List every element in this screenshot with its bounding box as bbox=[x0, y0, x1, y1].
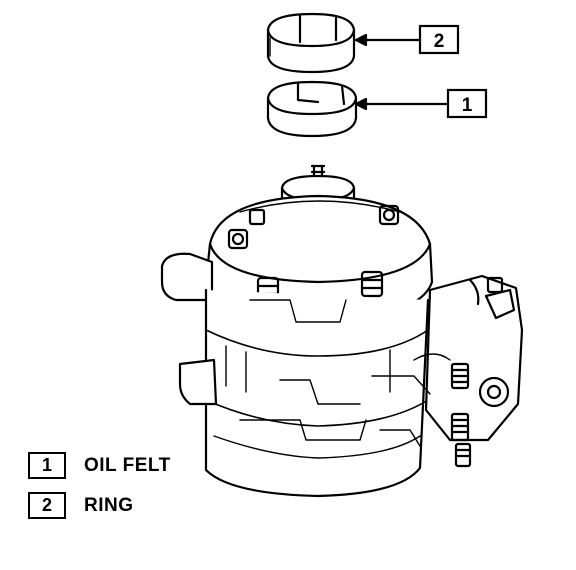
ring-part bbox=[266, 12, 356, 74]
legend-label: RING bbox=[84, 494, 134, 516]
callout-1-number: 1 bbox=[462, 95, 473, 116]
compressor-drawing bbox=[160, 164, 524, 498]
legend-item-oil-felt: 1 OIL FELT bbox=[28, 452, 171, 479]
legend-number-box: 2 bbox=[28, 492, 66, 519]
callout-2: 2 bbox=[418, 24, 460, 55]
legend-label: OIL FELT bbox=[84, 454, 171, 476]
legend-item-ring: 2 RING bbox=[28, 492, 134, 519]
legend-number-box: 1 bbox=[28, 452, 66, 479]
callout-2-number: 2 bbox=[434, 31, 445, 52]
oil-felt-part bbox=[266, 80, 358, 138]
callout-1: 1 bbox=[446, 88, 488, 119]
